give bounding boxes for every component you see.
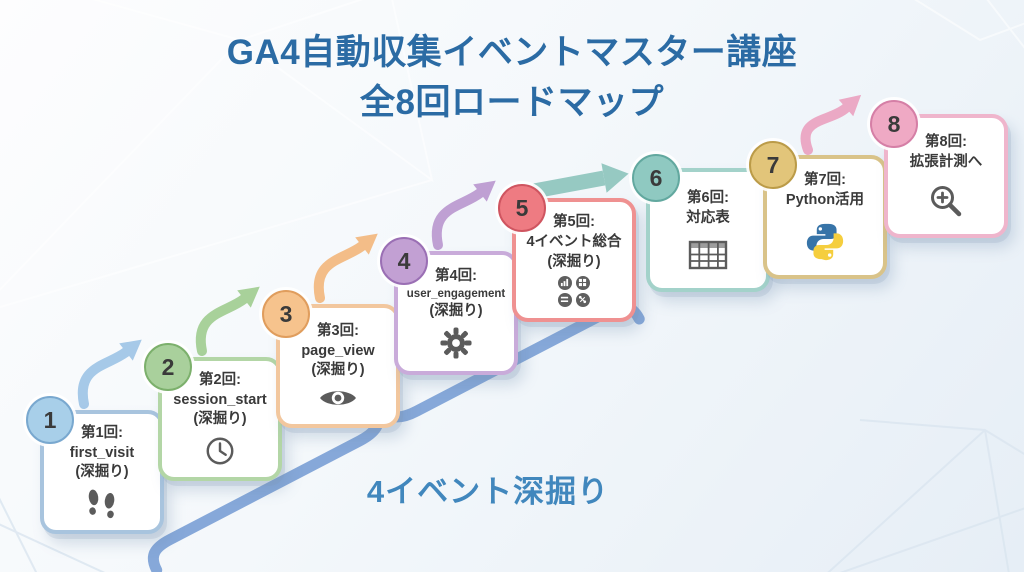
- arrow-2-to-3: [195, 286, 260, 356]
- step-badge-4: 4: [380, 237, 428, 285]
- arrow-1-to-2: [77, 339, 142, 409]
- step-card-4: 4 第4回: user_engagement (深掘り): [380, 237, 518, 375]
- step-card-6: 6 第6回: 対応表: [632, 154, 770, 292]
- step-card-1: 1 第1回: first_visit (深掘り): [26, 396, 164, 534]
- step-number: 1: [43, 406, 57, 433]
- mini-list-icon: [557, 292, 572, 307]
- arrow-5-to-6: [532, 163, 629, 199]
- table-icon: [688, 239, 728, 271]
- clock-icon: [204, 435, 236, 467]
- step-card-3: 3 第3回: page_view (深掘り): [262, 290, 400, 428]
- step-note: (深掘り): [75, 464, 129, 481]
- step-card-5: 5 第5回: 4イベント総合 (深掘り): [498, 184, 636, 322]
- step-session: 第2回:: [199, 371, 241, 388]
- gear-icon: [440, 327, 472, 359]
- python-icon: [804, 221, 846, 263]
- step-note: (深掘り): [311, 362, 365, 379]
- arrow-4-to-5: [431, 180, 496, 250]
- step-card-8: 8 第8回: 拡張計測へ: [870, 100, 1008, 238]
- step-event: session_start: [173, 391, 267, 408]
- step-badge-8: 8: [870, 100, 918, 148]
- step-badge-3: 3: [262, 290, 310, 338]
- step-number: 6: [649, 164, 663, 191]
- four-event-mini-icons: [557, 275, 591, 307]
- arrow-3-to-4: [313, 233, 378, 303]
- step-event: 対応表: [686, 210, 730, 226]
- step-event: 4イベント総合: [526, 234, 622, 251]
- step-badge-2: 2: [144, 343, 192, 391]
- step-event: user_engagement: [406, 287, 506, 300]
- step-number: 7: [766, 151, 780, 178]
- step-number: 2: [161, 353, 175, 380]
- step-badge-1: 1: [26, 396, 74, 444]
- step-note: (深掘り): [193, 411, 247, 428]
- step-event: page_view: [301, 342, 375, 359]
- step-number: 8: [887, 110, 901, 137]
- mini-flow-icon: [575, 292, 590, 307]
- title-line-1: GA4自動収集イベントマスター講座: [226, 33, 798, 72]
- mini-chart-icon: [557, 275, 572, 290]
- step-session: 第4回:: [435, 267, 477, 284]
- footprints-icon: [84, 488, 120, 520]
- step-number: 5: [515, 194, 529, 221]
- step-session: 第7回:: [804, 172, 846, 189]
- step-badge-6: 6: [632, 154, 680, 202]
- step-session: 第8回:: [925, 134, 967, 151]
- mini-grid-icon: [575, 275, 590, 290]
- step-card-2: 2 第2回: session_start (深掘り): [144, 343, 282, 481]
- step-note: (深掘り): [429, 303, 483, 320]
- step-session: 第6回:: [687, 190, 729, 207]
- step-event: 拡張計測へ: [909, 154, 983, 170]
- step-card-7: 7 第7回: Python活用: [749, 141, 887, 279]
- step-note: (深掘り): [547, 253, 601, 270]
- page-title: GA4自動収集イベントマスター講座 全8回ロードマップ: [0, 28, 1024, 127]
- step-event: Python活用: [785, 192, 865, 208]
- step-session: 第1回:: [81, 424, 123, 441]
- step-number: 3: [279, 300, 293, 327]
- title-line-2: 全8回ロードマップ: [360, 82, 664, 122]
- eye-icon: [318, 386, 358, 410]
- step-session: 第3回:: [317, 322, 359, 339]
- brace-label: 4イベント深掘り: [366, 474, 610, 509]
- step-badge-7: 7: [749, 141, 797, 189]
- step-event: first_visit: [69, 444, 135, 461]
- step-badge-5: 5: [498, 184, 546, 232]
- step-session: 第5回:: [553, 214, 595, 231]
- magnifier-plus-icon: [928, 183, 964, 219]
- step-number: 4: [397, 247, 411, 274]
